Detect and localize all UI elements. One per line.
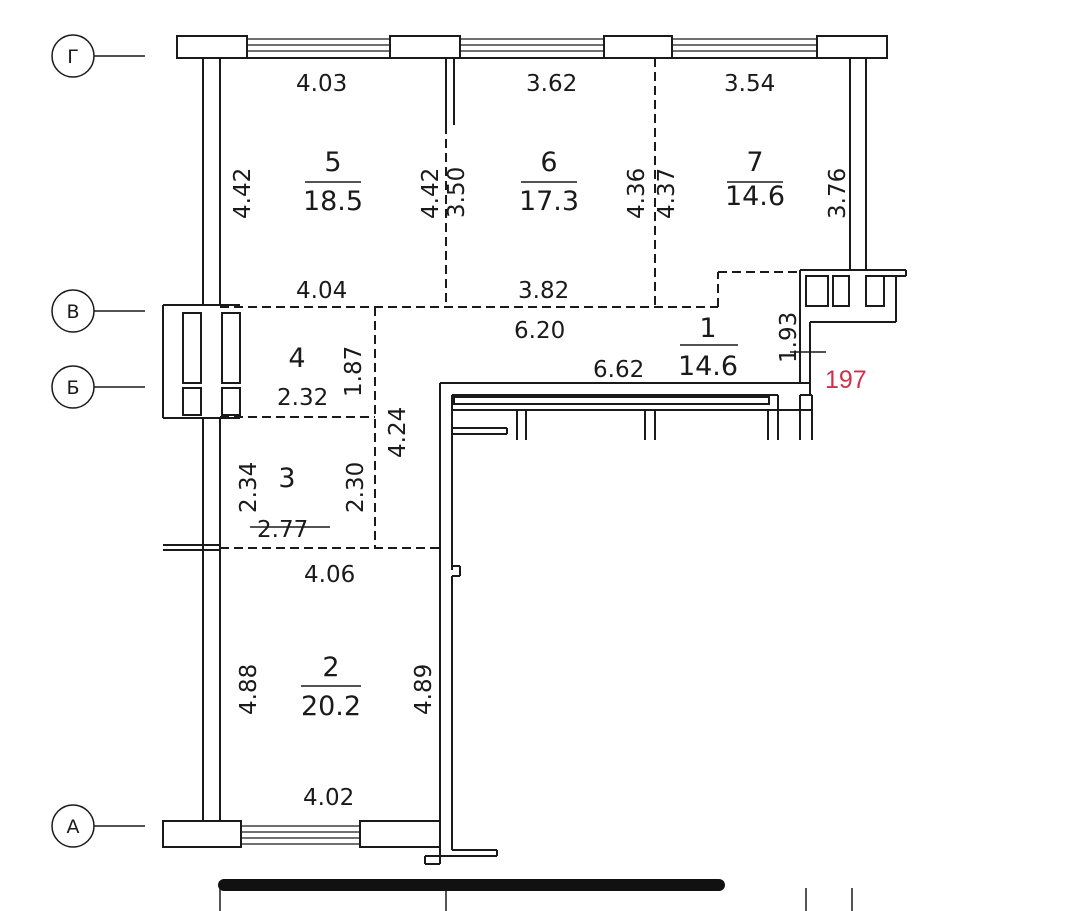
dim-r7-left: 4.37 [654,168,680,219]
dim-r7-right: 3.76 [825,168,851,219]
room-area-2: 20.2 [301,691,361,722]
axis-label-v: В [66,301,79,323]
axis-label-b: Б [66,377,79,399]
dim-r6-right: 4.36 [624,168,650,219]
dim-r2-bottom: 4.02 [303,785,354,811]
room-label-2: 2 20.2 [301,652,361,722]
room-label-3: 3 [278,463,295,494]
dim-r2-top: 4.06 [304,562,355,588]
dim-r3-right: 2.30 [343,462,369,513]
room-number-6: 6 [540,147,557,178]
room-area-5: 18.5 [303,186,363,217]
room-label-5: 5 18.5 [303,147,363,217]
axis-marker-b: Б [51,365,145,409]
dim-hall-height: 4.24 [385,407,411,458]
top-window-2 [460,38,604,52]
partitions [220,58,800,549]
dim-r2-left: 4.88 [236,664,262,715]
dim-r5-bottom: 4.04 [296,278,347,304]
top-window-1 [247,38,390,52]
dim-r4-height: 1.87 [341,346,367,397]
bottom-facade [162,820,441,848]
axis-label-g: Г [67,46,79,68]
room-number-3: 3 [278,463,295,494]
dim-r6-top: 3.62 [526,71,577,97]
right-upper-wall [799,58,907,383]
axis-marker-a: А [51,804,145,848]
corridor-wall [424,382,813,865]
left-exterior-wall [162,58,241,821]
red-mark-label: 197 [825,366,867,394]
dim-r6-left: 3.50 [444,167,470,218]
room-number-1: 1 [699,313,716,344]
dim-corridor-side: 1.93 [776,312,802,363]
bottom-crop-lines [219,888,853,911]
dim-r4-width: 2.32 [277,385,328,411]
room-number-5: 5 [324,147,341,178]
dim-r3-left: 2.34 [236,462,262,513]
dim-r5-left: 4.42 [230,168,256,219]
dim-r5-right: 4.42 [418,168,444,219]
dim-r3-width: 2.77 [257,517,308,543]
dim-r2-right: 4.89 [411,664,437,715]
room-label-1: 1 14.6 [678,313,738,382]
dim-corridor-bottom: 6.62 [593,357,644,383]
room-label-6: 6 17.3 [519,147,579,217]
dim-corridor-top: 6.20 [514,318,565,344]
dim-r5-top: 4.03 [296,71,347,97]
room-label-4: 4 [288,343,305,374]
top-facade [176,35,888,59]
room-area-7: 14.6 [725,181,785,212]
home-indicator-bar [218,879,725,891]
axis-marker-v: В [51,289,145,333]
dim-r6-bottom: 3.82 [518,278,569,304]
room-number-7: 7 [746,147,763,178]
top-window-3 [672,38,817,52]
axis-marker-g: Г [51,34,145,78]
axis-label-a: А [67,816,80,838]
room-area-1: 14.6 [678,351,738,382]
room-label-7: 7 14.6 [725,147,785,212]
room-number-4: 4 [288,343,305,374]
dim-r7-top: 3.54 [724,71,775,97]
room-number-2: 2 [322,652,339,683]
room-area-6: 17.3 [519,186,579,217]
